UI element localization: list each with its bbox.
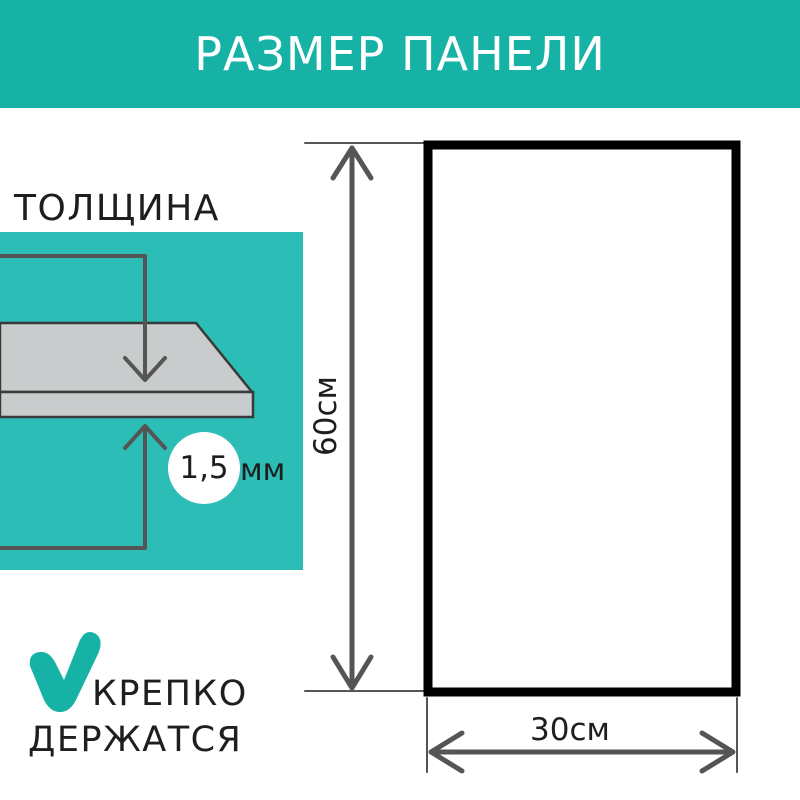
height-label: 60см	[308, 376, 344, 456]
thickness-unit: мм	[240, 453, 286, 488]
header-banner: РАЗМЕР ПАНЕЛИ	[0, 0, 800, 108]
arrowhead-right-icon	[699, 730, 736, 774]
feature-text-line2: ДЕРЖАТСЯ	[28, 720, 243, 760]
thickness-label: ТОЛЩИНА	[14, 188, 220, 229]
arrowhead-down-icon	[123, 356, 167, 382]
arrowhead-up-icon	[123, 424, 167, 450]
page-title: РАЗМЕР ПАНЕЛИ	[194, 27, 606, 81]
arrowhead-up-icon	[330, 145, 374, 181]
panel-slab-edge	[0, 390, 255, 419]
feature-text-line1: КРЕПКО	[92, 674, 248, 714]
thickness-value: 1,5	[179, 450, 229, 486]
checkmark-icon	[29, 632, 101, 712]
width-label: 30см	[530, 712, 610, 748]
arrowhead-down-icon	[330, 654, 374, 691]
thickness-arrow-top	[0, 254, 147, 380]
panel-outline	[423, 140, 741, 697]
arrowhead-left-icon	[428, 730, 465, 774]
thickness-value-badge: 1,5	[168, 432, 240, 504]
thickness-arrow-bottom	[0, 426, 147, 550]
